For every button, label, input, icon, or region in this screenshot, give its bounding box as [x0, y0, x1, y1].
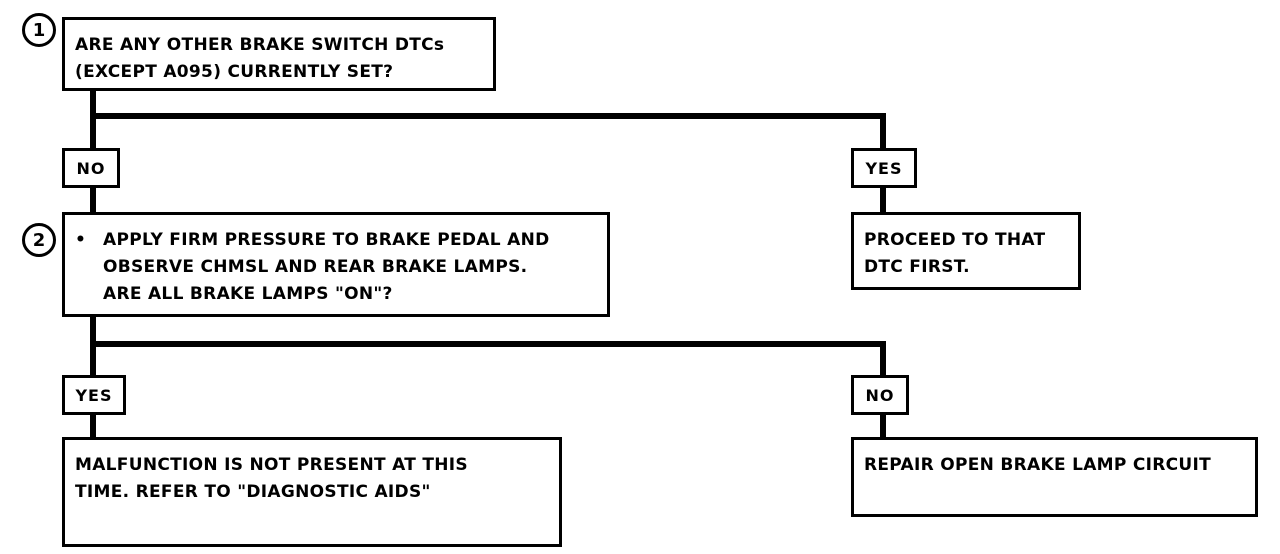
- connector-no-to-step2: [90, 186, 96, 214]
- step2-yes-result-line: TIME. REFER TO "DIAGNOSTIC AIDS": [75, 482, 431, 502]
- step1-question-line: (EXCEPT A095) CURRENTLY SET?: [75, 62, 394, 82]
- step-number-text: 1: [32, 19, 46, 41]
- step2-no-result-line: REPAIR OPEN BRAKE LAMP CIRCUIT: [864, 455, 1212, 475]
- step-number-2: 2: [22, 223, 56, 257]
- step2-yes-result-box: MALFUNCTION IS NOT PRESENT AT THIS TIME.…: [62, 437, 562, 547]
- connector-yes-to-result: [880, 186, 886, 214]
- step2-no-result-box: REPAIR OPEN BRAKE LAMP CIRCUIT: [851, 437, 1258, 517]
- step2-yes-result-line: MALFUNCTION IS NOT PRESENT AT THIS: [75, 455, 468, 475]
- step-number-text: 2: [32, 229, 46, 251]
- connector-step1-branch: [90, 113, 886, 119]
- step2-no-label: NO: [851, 375, 909, 415]
- step1-yes-result-box: PROCEED TO THAT DTC FIRST.: [851, 212, 1081, 290]
- connector-step2-branch: [90, 341, 886, 347]
- step2-question-line: APPLY FIRM PRESSURE TO BRAKE PEDAL AND: [103, 230, 550, 250]
- step1-yes-result-line: DTC FIRST.: [864, 257, 970, 277]
- step2-yes-label: YES: [62, 375, 126, 415]
- step-number-1: 1: [22, 13, 56, 47]
- connector-step2-right-down: [880, 341, 886, 375]
- connector-no-to-step2-result: [880, 413, 886, 438]
- step1-question-line: ARE ANY OTHER BRAKE SWITCH DTCs: [75, 35, 445, 55]
- step1-question-box: ARE ANY OTHER BRAKE SWITCH DTCs (EXCEPT …: [62, 17, 496, 91]
- bullet-glyph: •: [75, 230, 87, 250]
- step2-question-line: OBSERVE CHMSL AND REAR BRAKE LAMPS.: [103, 257, 528, 277]
- step1-yes-label: YES: [851, 148, 917, 188]
- connector-step1-right-down: [880, 113, 886, 148]
- step1-no-label: NO: [62, 148, 120, 188]
- step2-bullet-row: • APPLY FIRM PRESSURE TO BRAKE PEDAL AND…: [75, 227, 597, 308]
- connector-yes-to-step2-result: [90, 413, 96, 438]
- step2-question-line: ARE ALL BRAKE LAMPS "ON"?: [103, 284, 393, 304]
- step2-question-box: • APPLY FIRM PRESSURE TO BRAKE PEDAL AND…: [62, 212, 610, 317]
- connector-step1-down: [90, 90, 96, 148]
- step1-yes-result-line: PROCEED TO THAT: [864, 230, 1046, 250]
